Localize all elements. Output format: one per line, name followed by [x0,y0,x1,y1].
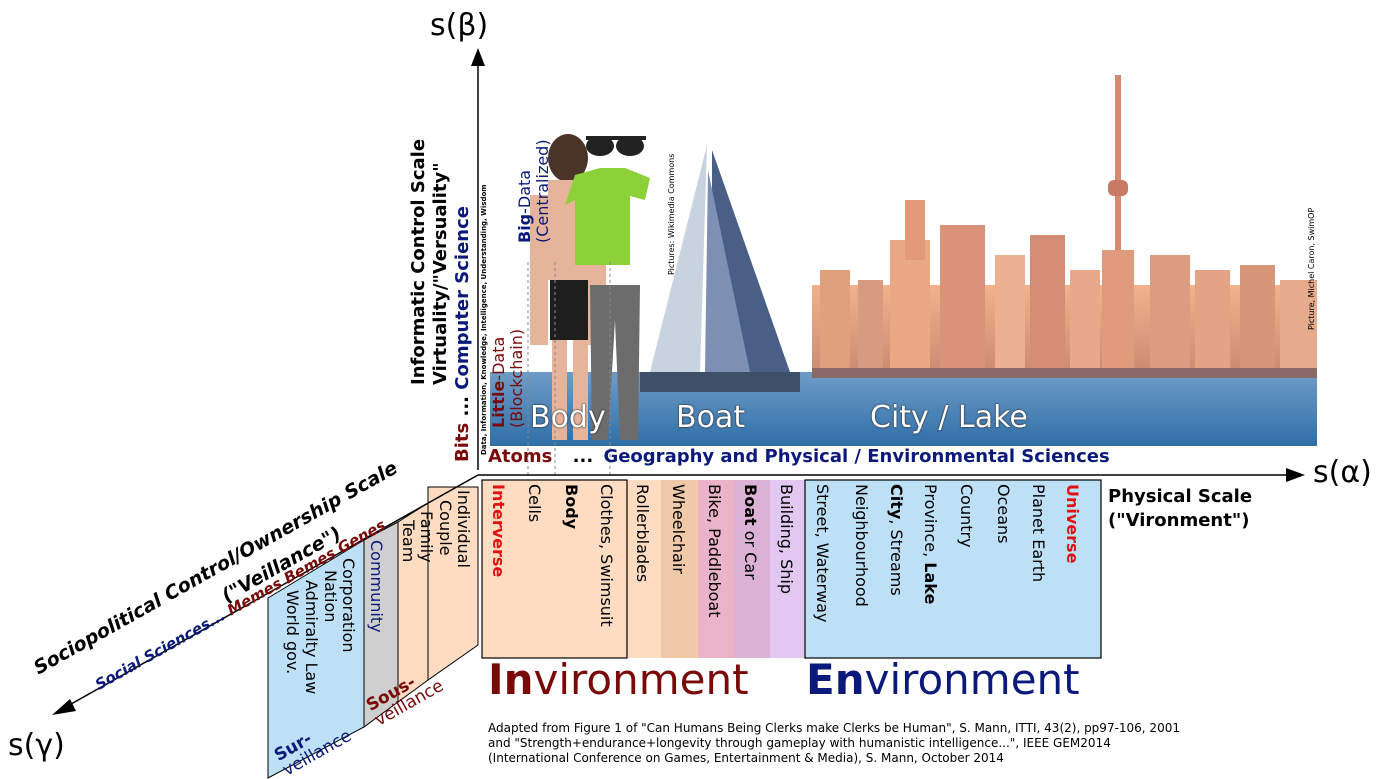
geography-label: Geography and Physical / Environmental S… [603,446,1110,467]
scale-item-oceans: Oceans [994,484,1013,544]
atoms-dots: ... [572,446,594,467]
scale-item-building: Building, Ship [777,484,796,594]
scale-item-bike: Bike, Paddleboat [705,484,724,618]
dikw-label: Data, Information, Knowledge, Intelligen… [480,184,488,455]
physical-scale-line2: ("Vironment") [1108,510,1250,531]
environ-rest: vironment [864,655,1080,704]
scale-item-lake-bold: Lake [921,562,940,605]
big-data-label: Big-Data (Centralized) [515,139,552,243]
virtuality-title: Virtuality/"Versuality" [430,162,451,385]
scale-item-body: Body [562,484,581,530]
scale-item-city-rest: , Streams [887,519,906,596]
credit-wikimedia: Pictures: Wikimedia Commons [667,153,676,275]
scale-item-boat: Boat or Car [741,484,760,580]
axis-gamma-label: s(γ) [8,728,65,763]
bits-label: Bits [452,422,473,462]
big-rest: -Data [515,169,534,214]
social-item-family: Family [417,511,436,563]
invironment-label: Invironment [488,655,749,704]
photo-label-boat: Boat [676,400,746,435]
scale-item-street: Street, Waterway [813,484,832,623]
bits-dots: ... [452,395,473,417]
photo-label-city: City / Lake [870,400,1028,435]
citation-line2: and "Strength+endurance+longevity throug… [488,736,1111,750]
bits-computer-science: Bits ... Computer Science [452,206,473,462]
atoms-geography-band: Atoms ... Geography and Physical / Envir… [488,446,1110,467]
little-sub: (Blockchain) [507,328,526,428]
body-image [530,134,650,440]
social-item-world: World gov. [283,590,302,675]
environ-bold: En [806,655,865,704]
social-item-community: Community [367,540,386,633]
big-sub: (Centralized) [533,139,552,243]
scale-item-boat-bold: Boat [741,484,760,526]
social-item-team: Team [399,520,418,563]
citation-line1: Adapted from Figure 1 of "Can Humans Bei… [488,721,1180,735]
scale-item-neighbourhood: Neighbourhood [852,484,871,607]
scale-item-province: Province, Lake [921,484,940,605]
scale-item-boat-rest: or Car [741,525,760,580]
social-item-corporation: Corporation [339,558,358,653]
axis-alpha-label: s(α) [1313,455,1372,490]
little-rest: -Data [489,336,508,381]
social-item-couple: Couple [436,500,455,556]
little-data-label: Little-Data (Blockchain) [489,328,526,428]
scale-item-interverse: Interverse [489,484,508,578]
social-item-nation: Nation [321,570,340,623]
axis-beta-label: s(β) [430,8,489,43]
social-item-admiralty: Admiralty Law [302,580,321,695]
citation-line3: (International Conference on Games, Ente… [488,751,1004,765]
scale-item-city: City, Streams [887,484,906,596]
physical-scale-line1: Physical Scale [1108,486,1253,507]
city-skyline [812,75,1317,378]
scale-item-city-bold: City [887,484,906,520]
computer-science-label: Computer Science [452,206,473,390]
physical-scale-label: Physical Scale ("Vironment") [1108,485,1252,533]
boat-image [640,145,800,392]
vertical-scale-title: Informatic Control Scale Virtuality/"Ver… [408,139,452,385]
scale-item-country: Country [957,484,976,548]
citation-block: Adapted from Figure 1 of "Can Humans Bei… [488,721,1180,766]
environment-label: Environment [806,655,1080,704]
scale-item-rollerblades: Rollerblades [633,484,652,583]
social-item-individual: Individual [454,490,473,568]
scale-item-cells: Cells [525,484,544,523]
scale-item-planet-earth: Planet Earth [1029,484,1048,583]
scale-item-clothes: Clothes, Swimsuit [597,484,616,627]
inviron-rest: vironment [533,655,749,704]
credit-michel-caron: Picture, Michel Caron, SwimOP [1307,207,1316,330]
inviron-bold: In [488,655,534,704]
scale-item-province-rest: Province, [921,484,940,563]
big-bold: Big [515,213,534,243]
atoms-label: Atoms [488,446,553,467]
photo-label-body: Body [530,400,606,435]
scale-item-universe: Universe [1063,484,1082,564]
informatic-title: Informatic Control Scale [408,138,429,385]
scale-item-wheelchair: Wheelchair [669,484,688,574]
little-bold: Little [489,380,508,428]
